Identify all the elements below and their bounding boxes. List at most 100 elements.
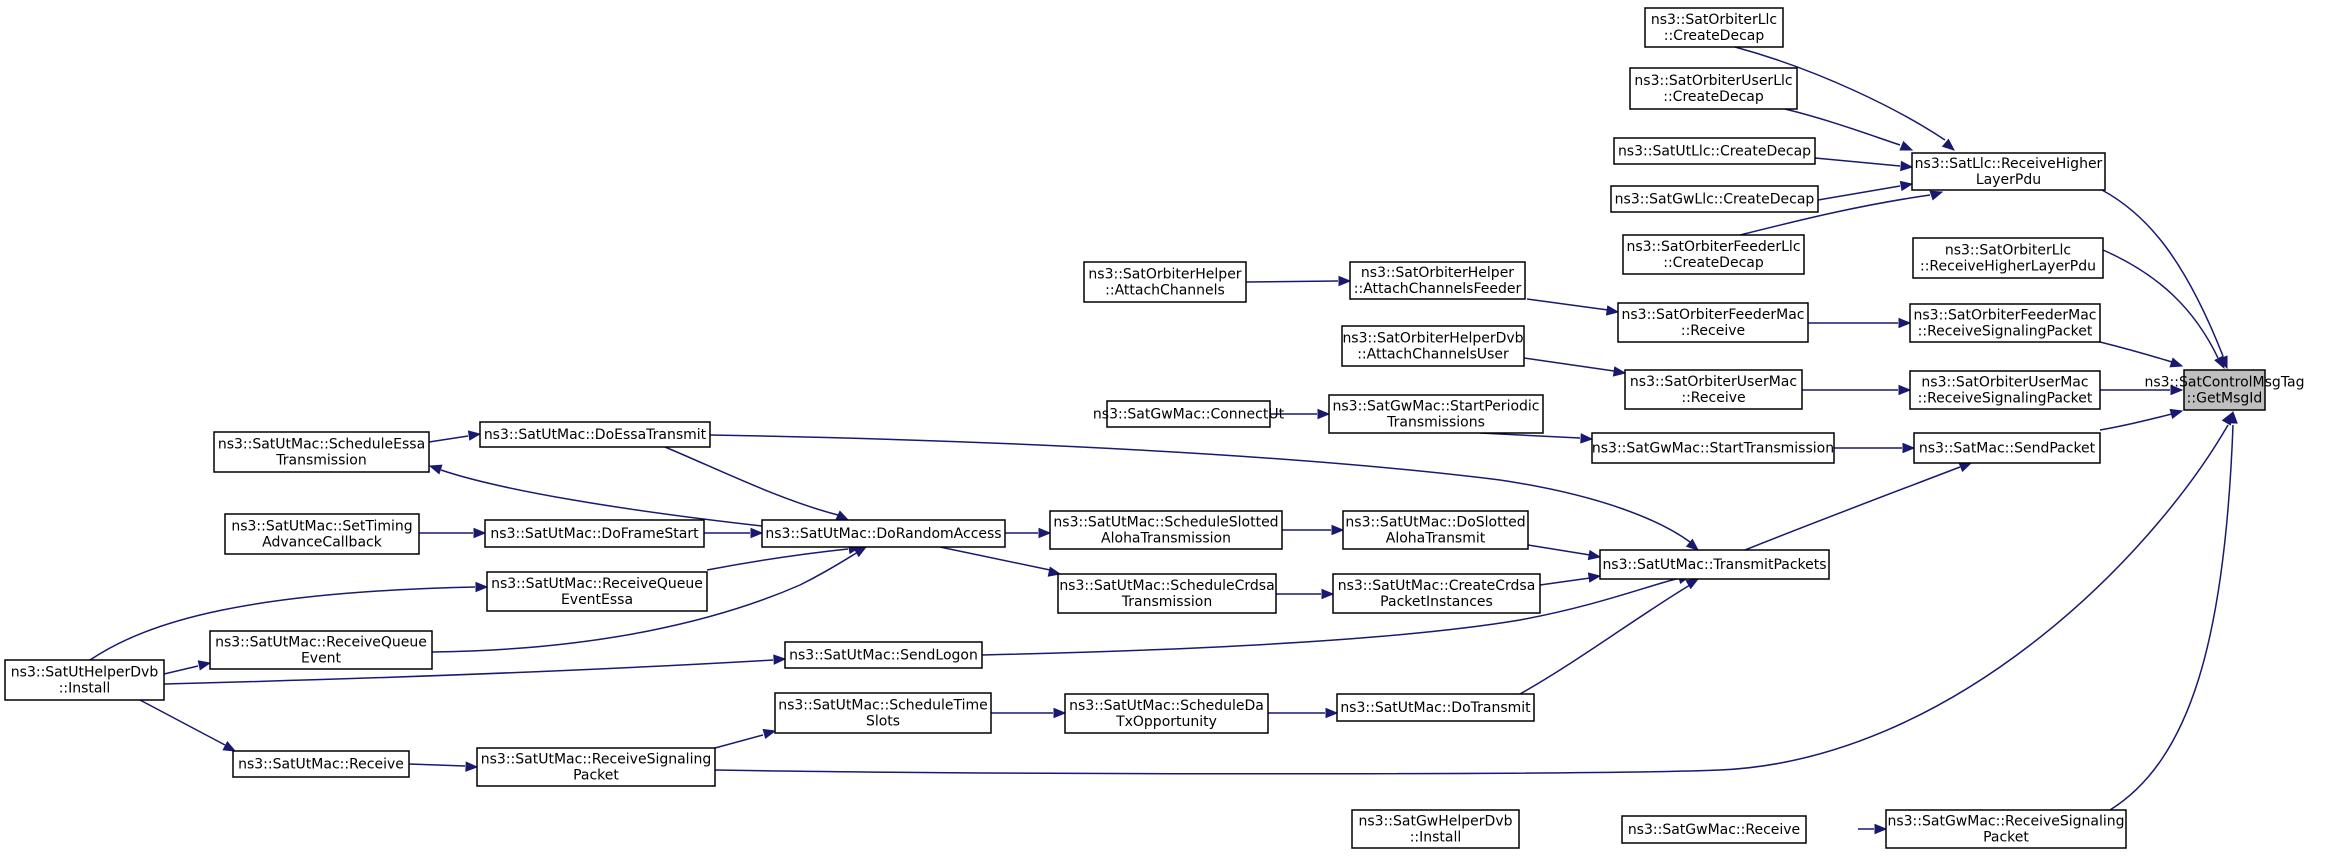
edge-arrow bbox=[163, 654, 787, 685]
node-ut-mac-recv[interactable]: ns3::SatUtMac::Receive bbox=[232, 750, 410, 778]
arrowhead bbox=[1685, 578, 1700, 590]
node-label: ::ReceiveSignalingPacket bbox=[1918, 390, 2093, 406]
node-ut-llc-create-decap[interactable]: ns3::SatUtLlc::CreateDecap bbox=[1613, 137, 1816, 165]
node-ut-mac-do-frame-start[interactable]: ns3::SatUtMac::DoFrameStart bbox=[484, 519, 705, 548]
node-label: ns3::SatUtMac::ScheduleSlotted bbox=[1053, 514, 1278, 530]
node-mac-send-packet[interactable]: ns3::SatMac::SendPacket bbox=[1913, 432, 2101, 464]
node-box bbox=[761, 519, 1006, 548]
node-ut-mac-recv-sig-packet[interactable]: ns3::SatUtMac::ReceiveSignalingPacket bbox=[476, 747, 716, 787]
node-orb-helper-dvb-attach-user[interactable]: ns3::SatOrbiterHelperDvb::AttachChannels… bbox=[1341, 325, 1525, 367]
arrowhead bbox=[1929, 190, 1944, 201]
node-ut-helper-dvb-install[interactable]: ns3::SatUtHelperDvb::Install bbox=[4, 659, 165, 701]
node-box bbox=[1591, 432, 1835, 464]
arrowhead bbox=[835, 510, 850, 521]
edge-arrow bbox=[709, 434, 1700, 551]
node-label: ::Install bbox=[59, 680, 111, 696]
arrowhead bbox=[1321, 588, 1335, 600]
edge-arrow bbox=[1526, 298, 1620, 316]
arrowhead bbox=[1317, 408, 1331, 420]
edge-arrow bbox=[1817, 180, 1914, 201]
node-ut-mac-do-random-access[interactable]: ns3::SatUtMac::DoRandomAccess bbox=[761, 519, 1006, 548]
edge-line bbox=[1744, 466, 1961, 551]
node-label: ::AttachChannels bbox=[1105, 282, 1225, 298]
edge-arrow bbox=[1539, 572, 1602, 586]
node-orb-llc-recv-higher[interactable]: ns3::SatOrbiterLlc::ReceiveHigherLayerPd… bbox=[1912, 237, 2104, 279]
edge-line bbox=[1817, 185, 1901, 201]
node-ut-mac-do-transmit[interactable]: ns3::SatUtMac::DoTransmit bbox=[1336, 693, 1535, 722]
node-orb-llc-create-decap[interactable]: ns3::SatOrbiterLlc::CreateDecap bbox=[1644, 7, 1784, 48]
edge-arrow bbox=[89, 581, 489, 661]
node-orb-user-mac-recv-sig[interactable]: ns3::SatOrbiterUserMac::ReceiveSignaling… bbox=[1909, 370, 2101, 410]
node-gw-helper-dvb-install[interactable]: ns3::SatGwHelperDvb::Install bbox=[1351, 809, 1520, 849]
node-label: ::Receive bbox=[1681, 323, 1745, 339]
node-label: ns3::SatOrbiterHelperDvb bbox=[1342, 330, 1523, 346]
arrowhead bbox=[750, 527, 764, 539]
node-root[interactable]: ns3::SatControlMsgTag::GetMsgId bbox=[2144, 369, 2305, 411]
node-gw-mac-start-tx[interactable]: ns3::SatGwMac::StartTransmission bbox=[1591, 432, 1835, 464]
node-orb-feeder-llc-create-decap[interactable]: ns3::SatOrbiterFeederLlc::CreateDecap bbox=[1622, 234, 1805, 275]
node-label: ::Install bbox=[1410, 829, 1462, 845]
arrowhead bbox=[762, 728, 777, 740]
node-orb-user-llc-create-decap[interactable]: ns3::SatOrbiterUserLlc::CreateDecap bbox=[1629, 67, 1798, 110]
arrowhead bbox=[1047, 566, 1062, 577]
edge-line bbox=[163, 659, 774, 685]
node-box bbox=[1106, 400, 1271, 428]
node-gw-mac-recv-sig[interactable]: ns3::SatGwMac::ReceiveSignalingPacket bbox=[1885, 809, 2127, 849]
node-orb-helper-attach-feeder[interactable]: ns3::SatOrbiterHelper::AttachChannelsFee… bbox=[1349, 261, 1526, 300]
edge-line bbox=[408, 763, 466, 767]
node-ut-mac-do-essa-transmit[interactable]: ns3::SatUtMac::DoEssaTransmit bbox=[479, 421, 711, 448]
node-ut-mac-sched-slotted[interactable]: ns3::SatUtMac::ScheduleSlottedAlohaTrans… bbox=[1049, 510, 1283, 550]
node-label: ns3::SatUtMac::TransmitPackets bbox=[1602, 557, 1826, 573]
node-llc-recv-higher[interactable]: ns3::SatLlc::ReceiveHigherLayerPdu bbox=[1911, 152, 2106, 191]
node-label: ns3::SatGwMac::StartPeriodic bbox=[1333, 398, 1540, 414]
node-label: ns3::SatOrbiterUserMac bbox=[1630, 374, 1797, 390]
edge-arrow bbox=[1276, 588, 1335, 600]
edge-arrow bbox=[139, 699, 237, 752]
node-box bbox=[486, 571, 708, 612]
edge-arrow bbox=[2101, 189, 2228, 370]
node-label: ns3::SatUtMac::ReceiveSignaling bbox=[481, 751, 711, 767]
arrowhead bbox=[428, 464, 443, 475]
edge-line bbox=[664, 446, 839, 516]
edge-arrow bbox=[428, 464, 763, 527]
node-box bbox=[1328, 394, 1544, 434]
node-label: ::CreateDecap bbox=[1663, 89, 1764, 105]
node-box bbox=[476, 747, 716, 787]
edge-line bbox=[2099, 341, 2173, 363]
edge-line bbox=[2099, 413, 2173, 431]
edge-arrow bbox=[939, 546, 1062, 577]
edge-arrow bbox=[1005, 527, 1052, 539]
edge-line bbox=[89, 586, 476, 661]
node-label: ns3::SatOrbiterUserMac bbox=[1921, 374, 2088, 390]
node-orb-feeder-mac-recv-sig[interactable]: ns3::SatOrbiterFeederMac::ReceiveSignali… bbox=[1909, 303, 2101, 343]
node-orb-helper-attach[interactable]: ns3::SatOrbiterHelper::AttachChannels bbox=[1083, 261, 1247, 303]
edge-arrow bbox=[419, 527, 487, 539]
node-orb-feeder-mac-recv[interactable]: ns3::SatOrbiterFeederMac::Receive bbox=[1617, 302, 1809, 343]
node-label: ::AttachChannelsUser bbox=[1357, 346, 1509, 362]
node-ut-mac-transmit-packets[interactable]: ns3::SatUtMac::TransmitPackets bbox=[1599, 549, 1830, 580]
arrowhead bbox=[1902, 442, 1916, 454]
node-box bbox=[209, 630, 433, 670]
node-box bbox=[1629, 67, 1798, 110]
node-gw-mac-connect-ut[interactable]: ns3::SatGwMac::ConnectUt bbox=[1093, 400, 1285, 428]
edge-line bbox=[1526, 298, 1609, 311]
node-gw-llc-create-decap[interactable]: ns3::SatGwLlc::CreateDecap bbox=[1610, 185, 1819, 213]
node-box bbox=[1057, 573, 1277, 614]
edge-arrow bbox=[431, 546, 868, 653]
node-box bbox=[1610, 185, 1819, 213]
node-orb-user-mac-recv[interactable]: ns3::SatOrbiterUserMac::Receive bbox=[1624, 369, 1803, 410]
edge-arrow bbox=[991, 707, 1067, 719]
node-gw-mac-recv[interactable]: ns3::SatGwMac::Receive bbox=[1621, 815, 1807, 844]
node-gw-mac-start-periodic[interactable]: ns3::SatGwMac::StartPeriodicTransmission… bbox=[1328, 394, 1544, 434]
node-label: ns3::SatUtMac::ScheduleEssa bbox=[218, 436, 425, 452]
node-ut-mac-send-logon[interactable]: ns3::SatUtMac::SendLogon bbox=[784, 641, 983, 669]
node-ut-mac-create-crdsa[interactable]: ns3::SatUtMac::CreateCrdsaPacketInstance… bbox=[1332, 573, 1541, 614]
